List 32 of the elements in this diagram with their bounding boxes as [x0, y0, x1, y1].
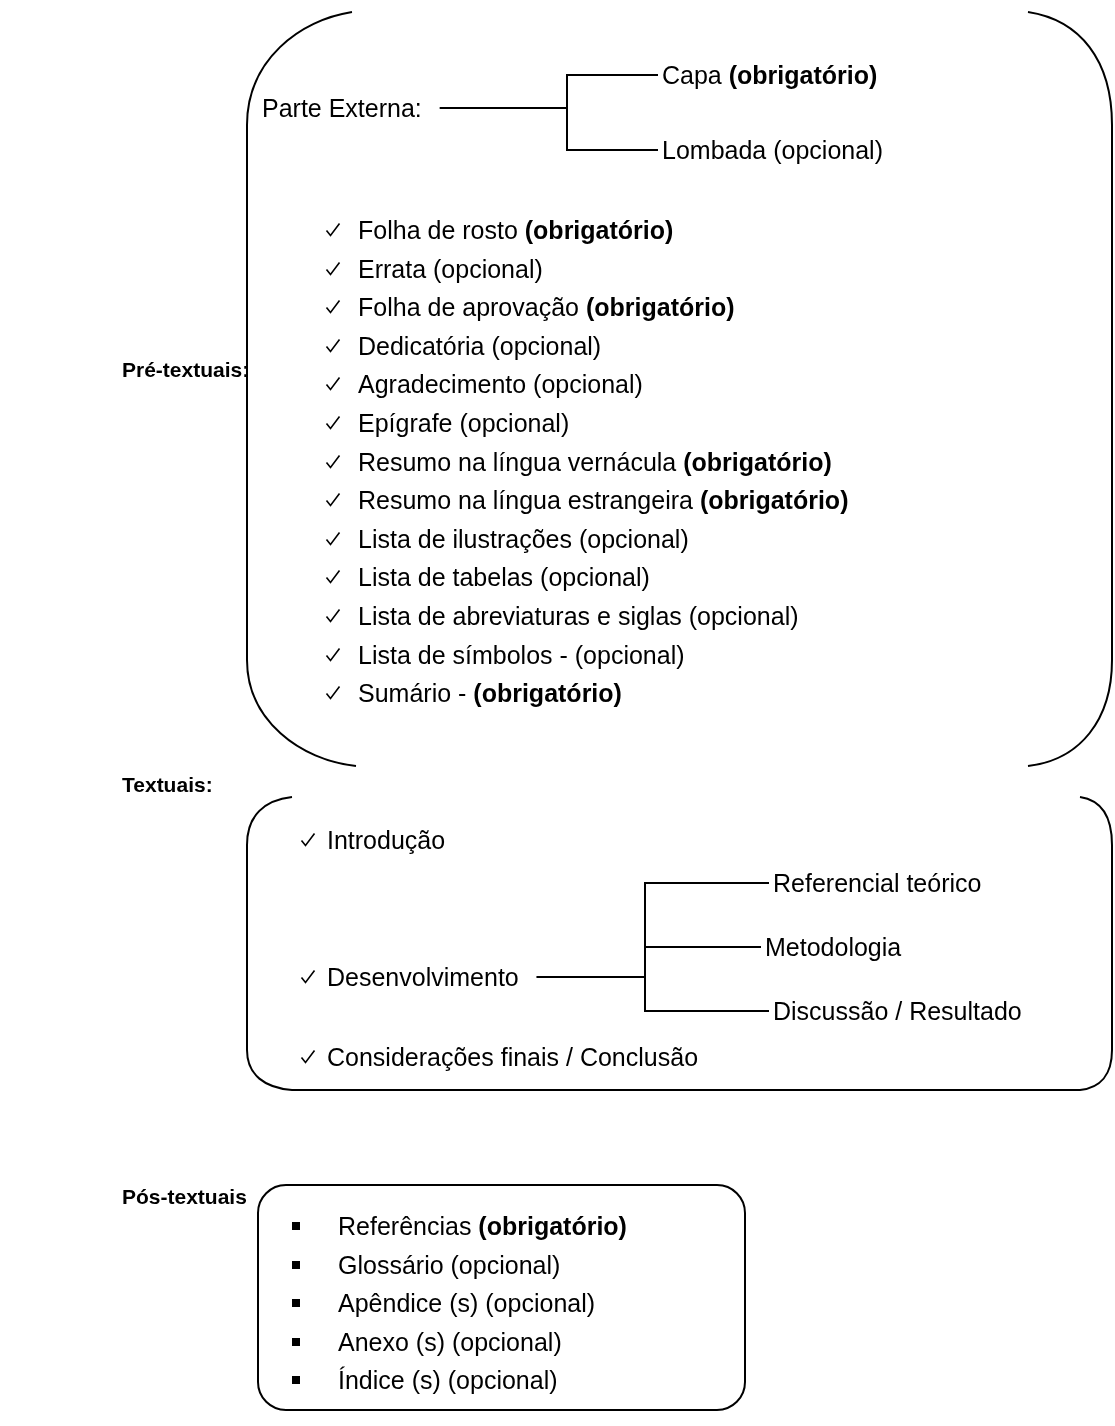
list-item: Resumo na língua estrangeira (obrigatório) [358, 486, 849, 515]
section-heading: Textuais: [122, 772, 213, 798]
list-item: Introdução [327, 826, 446, 854]
list-item: Desenvolvimento [327, 963, 519, 991]
bracket-line [535, 976, 770, 1012]
branch-label: Metodologia [765, 933, 902, 961]
list-item: Agradecimento (opcional) [358, 370, 643, 399]
list-item: Epígrafe (opcional) [358, 409, 570, 437]
branch-label: Capa (obrigatório) [662, 61, 878, 89]
list-item: Folha de aprovação (obrigatório) [358, 293, 735, 322]
branch-label: Lombada (opcional) [662, 136, 883, 164]
bracket-line [438, 107, 659, 151]
list-item: Lista de tabelas (opcional) [358, 563, 650, 592]
list-item: Referências (obrigatório) [338, 1212, 627, 1240]
list-item: Anexo (s) (opcional) [338, 1327, 562, 1356]
list-item: Lista de abreviaturas e siglas (opcional) [358, 602, 799, 630]
branch-label: Discussão / Resultado [773, 997, 1022, 1025]
section-heading: Pré-textuais: [122, 357, 250, 383]
list-item: Folha de rosto (obrigatório) [358, 216, 674, 244]
branch-label: Referencial teórico [773, 869, 982, 897]
list-item: Dedicatória (opcional) [358, 331, 602, 360]
list-item: Resumo na língua vernácula (obrigatório) [358, 447, 832, 476]
section-heading: Pós-textuais [122, 1184, 247, 1210]
list-item: Glossário (opcional) [338, 1250, 561, 1279]
list-item: Lista de ilustrações (opcional) [358, 524, 689, 553]
list-item: Apêndice (s) (opcional) [338, 1289, 596, 1318]
list-item: Considerações finais / Conclusão [327, 1043, 699, 1071]
list-item: Lista de símbolos - (opcional) [358, 640, 685, 669]
list-item: Errata (opcional) [358, 254, 543, 283]
list-item: Índice (s) (opcional) [338, 1366, 558, 1395]
branch-label: Parte Externa: [262, 94, 422, 122]
list-item: Sumário - (obrigatório) [358, 679, 622, 708]
